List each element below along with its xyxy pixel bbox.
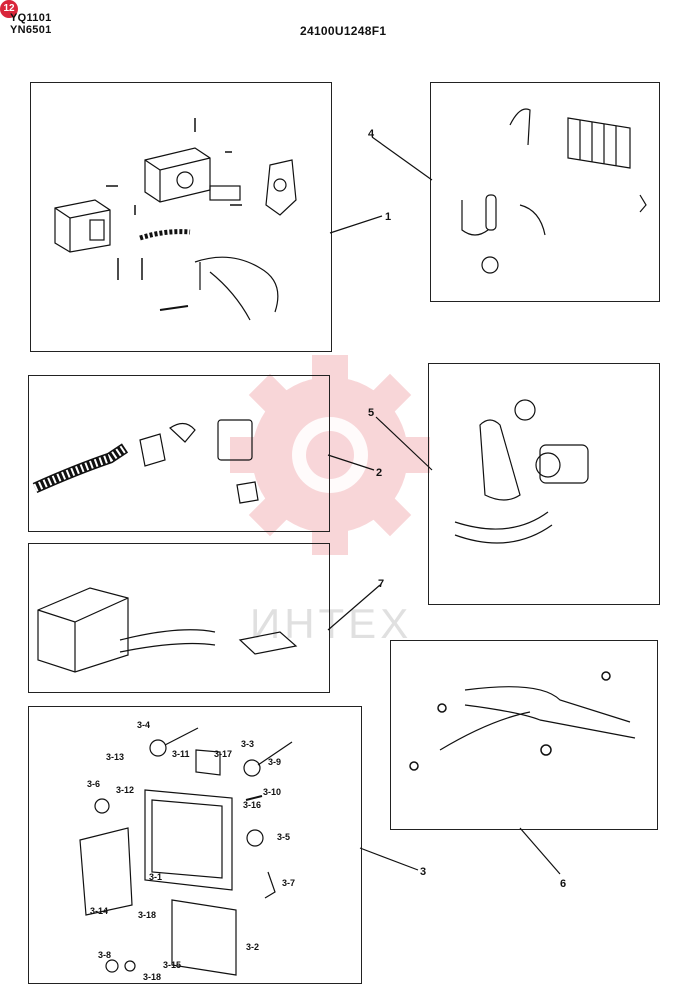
label-3-13: 3-13 <box>106 752 124 762</box>
receiver-drier <box>485 194 497 231</box>
duct-elbow-a <box>139 433 166 467</box>
callout-4: 4 <box>368 128 375 140</box>
label-3-18-lower: 3-18 <box>143 972 161 982</box>
label-3-6: 3-6 <box>87 779 100 789</box>
callout-2: 2 <box>376 467 383 479</box>
watermark-gear-logo <box>230 355 430 555</box>
suction-hose <box>454 524 553 544</box>
label-3-15: 3-15 <box>163 960 181 970</box>
callout-1: 1 <box>385 211 392 223</box>
refrigerant-pipe-a <box>509 108 531 146</box>
heater-core-box <box>54 199 111 253</box>
label-3-16: 3-16 <box>243 800 261 810</box>
leader-4 <box>371 136 433 181</box>
knob-3-8 <box>105 959 119 973</box>
model-code-1: YQ1101 <box>10 12 52 24</box>
rod-3-3 <box>257 741 293 766</box>
drain-hose <box>139 229 191 241</box>
panel-6-hose-kit <box>390 640 658 830</box>
hose-line-a <box>464 686 631 723</box>
panel-7-evaporator <box>28 543 330 693</box>
condenser <box>567 117 631 169</box>
label-3-2: 3-2 <box>246 942 259 952</box>
panel-3-control-assembly <box>28 706 362 984</box>
compressor <box>535 444 589 484</box>
label-3-12: 3-12 <box>116 785 134 795</box>
hose-fittings <box>409 671 611 771</box>
label-3-8: 3-8 <box>98 950 111 960</box>
leader-2 <box>327 454 375 471</box>
discharge-hose <box>454 511 549 530</box>
panel-1-heater-unit <box>30 82 332 352</box>
harness-3-7 <box>264 871 276 899</box>
panel-2-duct-parts <box>28 375 330 532</box>
bracket-clip <box>639 194 647 213</box>
evaporator-case <box>37 587 129 673</box>
filter-box <box>217 419 253 461</box>
label-3-4: 3-4 <box>137 720 150 730</box>
evap-hose-b <box>119 642 216 653</box>
label-3-18-upper: 3-18 <box>138 910 156 920</box>
label-3-1: 3-1 <box>149 872 162 882</box>
label-3-5: 3-5 <box>277 832 290 842</box>
callout-5: 5 <box>368 407 375 419</box>
label-3-7: 3-7 <box>282 878 295 888</box>
actuator-3-4 <box>149 739 167 757</box>
leader-6 <box>519 827 561 875</box>
refrigerant-pipe-c <box>519 204 546 236</box>
leader-3 <box>359 847 419 871</box>
label-3-14: 3-14 <box>90 906 108 916</box>
callout-3: 3 <box>420 866 427 878</box>
corrugated-duct <box>32 443 129 494</box>
actuator-3-3 <box>243 759 261 777</box>
tensioner-pulley <box>514 399 536 421</box>
leader-1 <box>329 215 383 234</box>
leader-7 <box>327 584 381 631</box>
label-3-10: 3-10 <box>263 787 281 797</box>
harness-clip <box>159 305 189 311</box>
panel-5-compressor <box>428 363 660 605</box>
wiring-harness-1 <box>194 256 279 321</box>
relay-part <box>236 481 259 504</box>
bolts-panel-1 <box>106 118 242 280</box>
actuator-3-6 <box>94 798 110 814</box>
side-cover-3-14 <box>79 827 133 916</box>
label-3-3: 3-3 <box>241 739 254 749</box>
callout-7: 7 <box>378 578 385 590</box>
callout-6: 6 <box>560 878 567 890</box>
label-3-9: 3-9 <box>268 757 281 767</box>
control-frame-3-1 <box>144 789 233 891</box>
model-code-2: YN6501 <box>10 24 52 36</box>
drive-belt <box>479 419 521 501</box>
evap-hose-a <box>119 629 216 641</box>
label-3-17: 3-17 <box>214 749 232 759</box>
hose-line-c <box>439 711 531 751</box>
actuator-3-5 <box>246 829 264 847</box>
refrigerant-pipe-b <box>461 200 489 236</box>
insulation-pad <box>238 631 298 655</box>
panel-4-condenser-lines <box>430 82 660 302</box>
pressure-switch <box>481 256 499 274</box>
rod-3-4 <box>164 727 199 746</box>
bracket-3-17 <box>195 749 221 776</box>
label-3-11: 3-11 <box>172 749 190 759</box>
duct-elbow-b <box>169 422 196 443</box>
blower-housing <box>144 147 211 203</box>
pin-3-16 <box>245 795 263 801</box>
hose-line-b <box>464 704 636 739</box>
mount-plate-3-2 <box>171 899 237 976</box>
leader-5 <box>375 416 433 471</box>
drawing-number: 24100U1248F1 <box>300 24 387 38</box>
knob-3-18 <box>124 960 136 972</box>
gasket-plate <box>209 185 241 201</box>
air-outlet-elbow <box>265 159 297 216</box>
page-badge: 12 <box>0 0 18 18</box>
